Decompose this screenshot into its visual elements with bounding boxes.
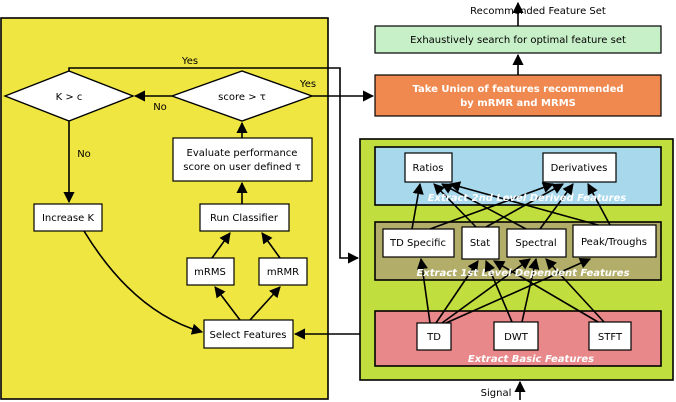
search-label: Exhaustively search for optimal feature … xyxy=(410,35,626,46)
td-to-peak-arrow xyxy=(445,257,592,324)
peak-troughs-box xyxy=(572,224,657,258)
run-classifier-label: Run Classifier xyxy=(210,213,279,224)
derivatives-box xyxy=(542,152,617,183)
td-box xyxy=(416,322,452,351)
ratios-label: Ratios xyxy=(413,163,444,174)
tdspecific-to-derivatives-arrow xyxy=(429,182,555,230)
stat-to-derivatives-arrow xyxy=(485,183,564,228)
stat-box xyxy=(461,226,500,260)
stat-to-ratios-arrow xyxy=(433,183,477,228)
union-label-line2: by mRMR and MRMS xyxy=(460,98,576,109)
td-specific-box xyxy=(382,228,455,258)
run-classifier-box xyxy=(199,203,290,232)
stat-label: Stat xyxy=(470,238,490,249)
increase-k-box xyxy=(33,203,103,232)
k-yes-arrow xyxy=(68,67,360,264)
increase-k-label: Increase K xyxy=(42,213,94,224)
evaluate-label-line2: score on user defined τ xyxy=(183,162,301,173)
stft-to-stat-arrow xyxy=(493,260,599,323)
layer2-label: Extract 2nd Level Derived Features xyxy=(428,193,627,204)
ratios-box xyxy=(404,152,453,183)
dwt-to-spectral-arrow xyxy=(521,257,540,323)
peak-to-ratios-arrow xyxy=(448,181,599,226)
k-decision-diamond xyxy=(3,70,135,122)
mrmr-to-run-arrow xyxy=(261,232,281,259)
basic-label: Extract Basic Features xyxy=(468,354,594,365)
stft-to-spectral-arrow xyxy=(545,258,605,323)
score-decision-label: score > τ xyxy=(218,92,266,103)
layer1-label: Extract 1st Level Dependent Features xyxy=(416,268,629,279)
select-features-box xyxy=(203,319,294,349)
peak-troughs-label: Peak/Troughs xyxy=(581,237,647,248)
tdspecific-to-ratios-arrow xyxy=(411,182,424,230)
spectral-box xyxy=(506,228,567,258)
mrmr-box xyxy=(258,257,308,286)
search-box xyxy=(374,25,662,54)
mrms-label: mRMS xyxy=(194,267,226,278)
evaluate-label-line1: Evaluate performance xyxy=(187,148,298,159)
mrms-box xyxy=(186,257,235,286)
union-label-line1: Take Union of features recommended xyxy=(412,84,623,95)
stft-box xyxy=(588,321,632,351)
yes-top-label: Yes xyxy=(181,56,198,67)
dwt-to-stat-arrow xyxy=(484,259,513,323)
dwt-box xyxy=(493,321,539,351)
td-to-stat-arrow xyxy=(435,260,479,324)
evaluate-box xyxy=(172,137,313,182)
yes-score-label: Yes xyxy=(299,79,316,90)
stft-label: STFT xyxy=(598,332,623,343)
derivatives-label: Derivatives xyxy=(551,163,608,174)
td-to-tdspecific-arrow xyxy=(416,257,431,324)
no-score-label: No xyxy=(153,102,167,113)
spectral-to-derivatives-arrow xyxy=(539,183,574,230)
signal-label: Signal xyxy=(481,388,512,399)
union-box xyxy=(374,74,662,117)
td-to-spectral-arrow xyxy=(441,258,531,324)
no-k-label: No xyxy=(77,149,91,160)
td-label: TD xyxy=(426,332,441,343)
k-decision-label: K > c xyxy=(56,92,83,103)
select-features-label: Select Features xyxy=(209,330,286,341)
select-to-mrms-arrow xyxy=(214,286,241,321)
dwt-label: DWT xyxy=(504,332,529,343)
increase-to-select-arrow xyxy=(83,230,204,335)
spectral-label: Spectral xyxy=(515,238,556,249)
td-specific-label: TD Specific xyxy=(389,238,446,249)
recommended-label: Recommended Feature Set xyxy=(470,6,606,17)
select-to-mrmr-arrow xyxy=(249,286,281,321)
mrms-to-run-arrow xyxy=(211,232,231,259)
mrmr-label: mRMR xyxy=(267,267,299,278)
peak-to-derivatives-arrow xyxy=(587,183,611,226)
